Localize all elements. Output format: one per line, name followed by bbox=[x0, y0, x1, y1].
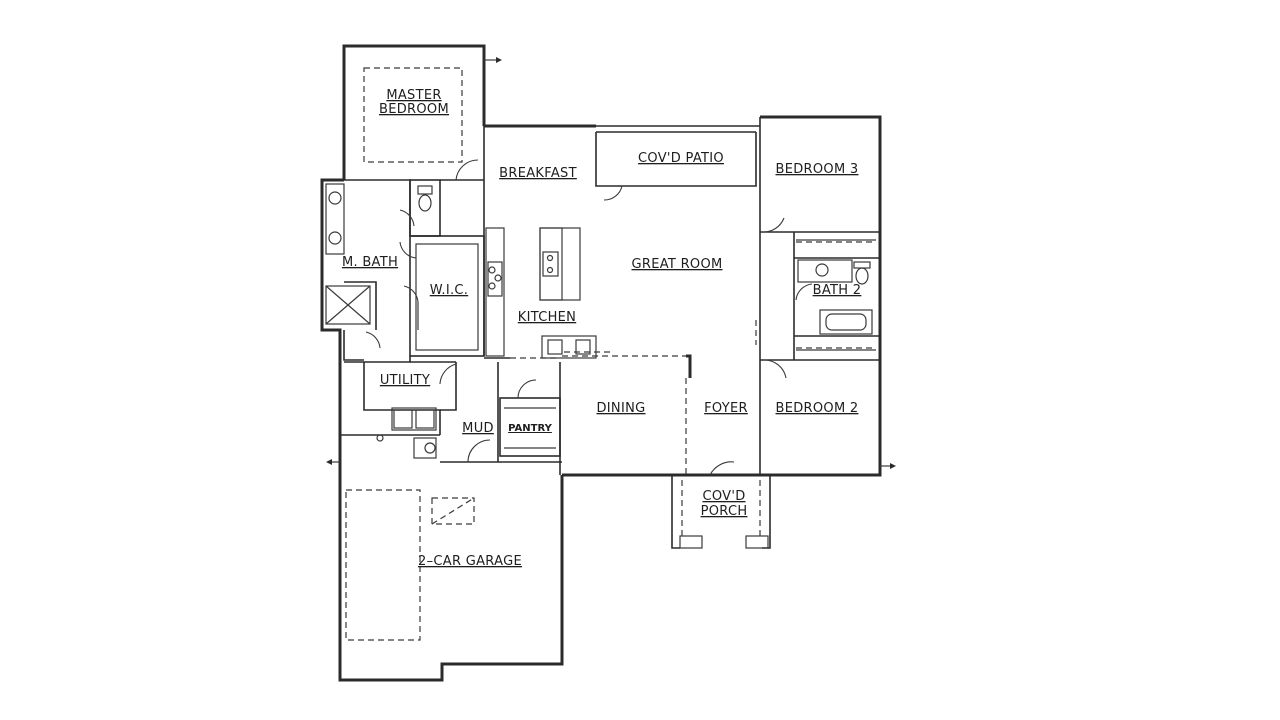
label-mud: MUD bbox=[462, 421, 494, 436]
label-bedroom-2: BEDROOM 2 bbox=[776, 401, 859, 416]
label-covd-porch-line1: COV'D bbox=[702, 489, 745, 504]
label-bath-2: BATH 2 bbox=[813, 283, 862, 298]
covd-porch-structure bbox=[671, 475, 771, 549]
label-dining: DINING bbox=[596, 401, 645, 416]
label-breakfast: BREAKFAST bbox=[499, 166, 577, 181]
label-utility: UTILITY bbox=[380, 373, 430, 388]
label-covd-patio: COV'D PATIO bbox=[638, 151, 724, 166]
label-foyer: FOYER bbox=[704, 401, 748, 416]
label-great-room: GREAT ROOM bbox=[632, 257, 723, 272]
label-pantry: PANTRY bbox=[508, 423, 552, 434]
section-arrows bbox=[326, 57, 896, 469]
dashed-overheads bbox=[345, 67, 610, 641]
label-covd-porch-line2: PORCH bbox=[701, 504, 748, 519]
fixtures bbox=[325, 183, 876, 459]
room-labels: MASTER BEDROOM BREAKFAST COV'D PATIO BED… bbox=[342, 88, 861, 569]
label-master-bedroom-line2: BEDROOM bbox=[379, 102, 449, 117]
interior-walls bbox=[340, 117, 880, 475]
label-kitchen: KITCHEN bbox=[518, 310, 576, 325]
label-wic: W.I.C. bbox=[430, 283, 468, 298]
doors bbox=[365, 159, 813, 476]
label-garage: 2–CAR GARAGE bbox=[418, 554, 522, 569]
label-master-bedroom-line1: MASTER bbox=[386, 88, 441, 103]
exterior-walls bbox=[320, 44, 882, 682]
label-bedroom-3: BEDROOM 3 bbox=[776, 162, 859, 177]
label-m-bath: M. BATH bbox=[342, 255, 398, 270]
